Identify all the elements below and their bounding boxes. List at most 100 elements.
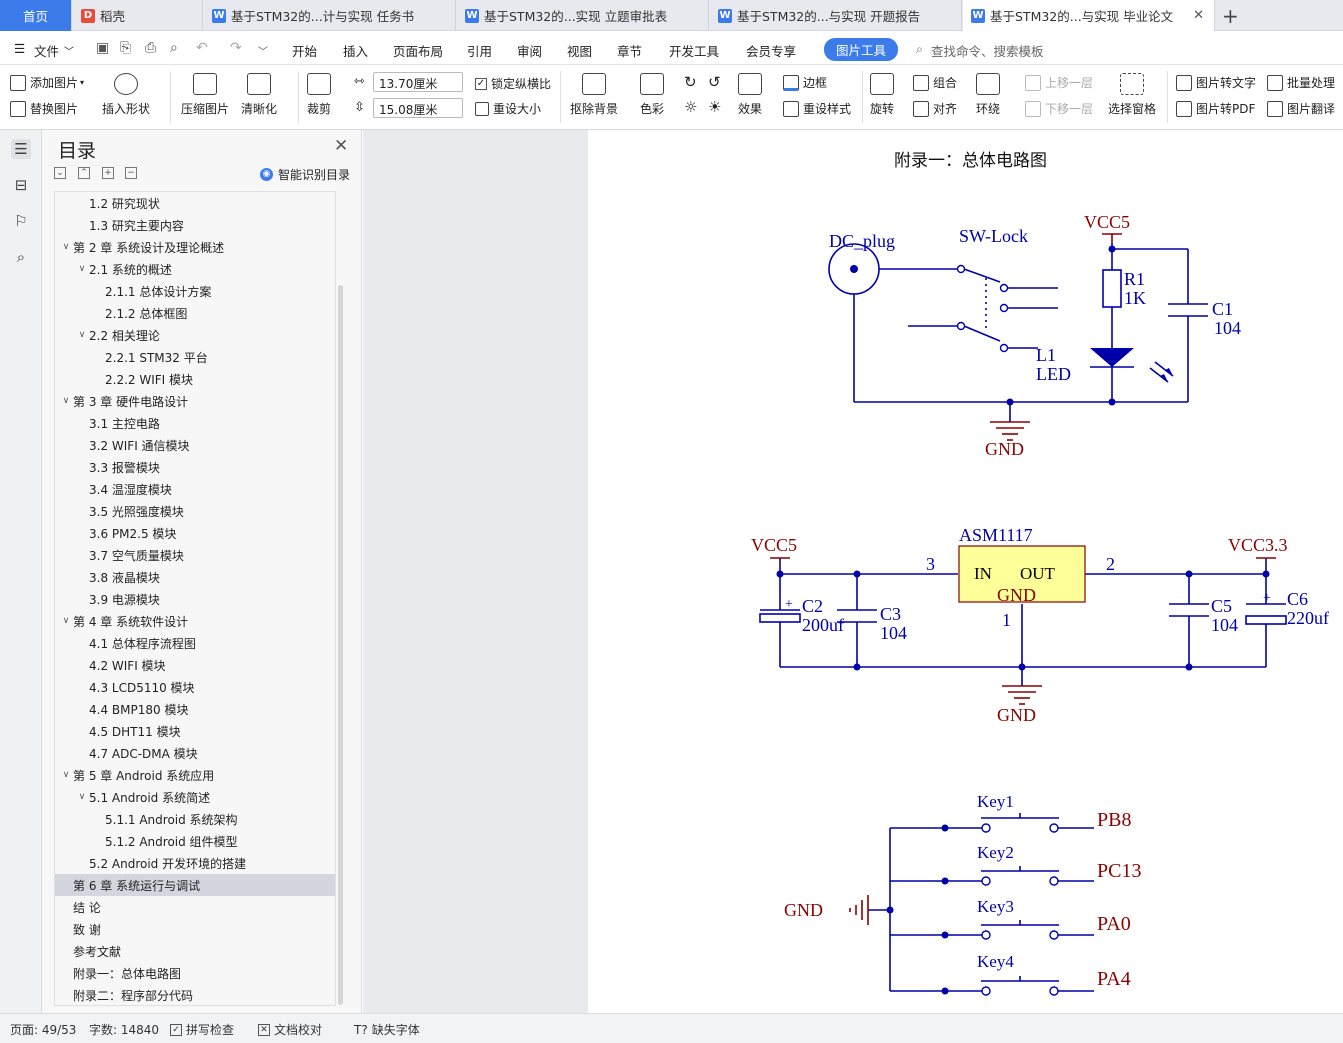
height-input[interactable]: 15.08厘米 [373,98,463,118]
remove-heading-icon[interactable]: − [125,167,137,179]
chevron-down-icon[interactable]: ∨ [78,792,86,802]
spell-check-button[interactable]: ✓拼写检查 [170,1021,234,1038]
reset-size-button[interactable]: 重设大小 [475,100,541,117]
image-to-text-button[interactable]: 图片转文字 [1176,74,1256,91]
command-search[interactable]: 查找命令、搜索模板 [931,44,1044,59]
page-count[interactable]: 页面: 49/53 [10,1023,77,1037]
remove-background-button[interactable]: 抠除背景 [570,73,618,117]
undo-icon[interactable]: ↶ [196,40,208,56]
group-button[interactable]: 组合 [913,74,957,91]
search-icon[interactable]: ⌕ [16,248,26,266]
chevron-down-icon[interactable]: ∨ [78,330,86,340]
toc-item[interactable]: 致 谢 [55,918,335,940]
rotate-left-icon[interactable]: ↻ [684,73,697,91]
close-icon[interactable]: ✕ [1193,8,1204,23]
collapse-all-icon[interactable]: ⌄ [54,167,66,179]
batch-process-button[interactable]: 批量处理 [1267,74,1335,91]
toc-item[interactable]: ∨5.1 Android 系统简述 [55,786,335,808]
brightness-down-icon[interactable]: ☀ [708,98,722,116]
crop-button[interactable]: 裁剪 [307,73,331,117]
toc-item[interactable]: 结 论 [55,896,335,918]
menu-view[interactable]: 视图 [567,44,593,59]
add-tab-button[interactable]: + [1222,4,1239,28]
lock-ratio-checkbox[interactable]: ✓锁定纵横比 [475,75,551,92]
word-count[interactable]: 字数: 14840 [89,1023,160,1037]
insert-shape-button[interactable]: 插入形状 [102,73,150,117]
toc-item[interactable]: 3.1 主控电路 [55,412,335,434]
redo-icon[interactable]: ↷ [230,40,242,56]
toc-item[interactable]: 3.6 PM2.5 模块 [55,522,335,544]
effect-button[interactable]: 效果 [738,73,762,117]
close-icon[interactable]: ✕ [334,136,349,156]
replace-image-button[interactable]: 替换图片 [10,100,78,117]
chevron-down-icon[interactable]: ∨ [78,264,86,274]
menu-developer[interactable]: 开发工具 [669,44,720,59]
tab-proposal[interactable]: W 基于STM32的...与实现 开题报告 [710,0,962,31]
toc-item[interactable]: 3.4 温湿度模块 [55,478,335,500]
toc-item[interactable]: 3.9 电源模块 [55,588,335,610]
menu-layout[interactable]: 页面布局 [393,44,444,59]
selection-pane-button[interactable]: 选择窗格 [1108,73,1156,117]
circuit-schematic[interactable]: DC_plug SW-Lock R1 1K C1 104 L1 LED C2 2… [588,130,1343,1013]
rotate-button[interactable]: 旋转 [870,73,894,117]
wrap-button[interactable]: 环绕 [976,73,1000,117]
toc-panel-icon[interactable]: ☰ [11,139,31,159]
toc-item[interactable]: 参考文献 [55,940,335,962]
toc-item[interactable]: 3.7 空气质量模块 [55,544,335,566]
toc-item[interactable]: 3.8 液晶模块 [55,566,335,588]
tab-thesis[interactable]: W 基于STM32的...与实现 毕业论文 ✕ [963,0,1215,31]
toc-item[interactable]: ∨2.2 相关理论 [55,324,335,346]
reset-style-button[interactable]: 重设样式 [783,100,851,117]
toc-item[interactable]: 4.1 总体程序流程图 [55,632,335,654]
compress-button[interactable]: 压缩图片 [181,73,229,117]
hamburger-icon[interactable]: ☰ [14,41,26,56]
rotate-right-icon[interactable]: ↺ [708,73,721,91]
width-input[interactable]: 13.70厘米 [373,72,463,92]
add-heading-icon[interactable]: + [102,167,114,179]
search-icon[interactable]: ⌕ [916,41,924,56]
menu-insert[interactable]: 插入 [343,44,369,59]
save-icon[interactable]: ▣ [96,40,110,56]
toc-item[interactable]: 1.3 研究主要内容 [55,214,335,236]
chevron-down-icon[interactable]: ∨ [62,396,70,406]
image-to-pdf-button[interactable]: 图片转PDF [1176,100,1255,117]
toc-item[interactable]: ∨第 2 章 系统设计及理论概述 [55,236,335,258]
chevron-down-icon[interactable]: ﹀ [64,47,74,58]
menu-picture-tools[interactable]: 图片工具 [824,38,899,61]
menu-member[interactable]: 会员专享 [746,44,797,59]
expand-up-icon[interactable]: ⌃ [78,167,90,179]
bookmark-icon[interactable]: ⚐ [14,212,28,230]
toc-item[interactable]: 附录二：程序部分代码 [55,984,335,1005]
menu-start[interactable]: 开始 [292,44,318,59]
chevron-down-icon[interactable]: ∨ [62,242,70,252]
border-button[interactable]: 边框 [783,74,827,91]
menu-file[interactable]: 文件 [34,44,60,59]
align-button[interactable]: 对齐 [913,100,957,117]
menu-reference[interactable]: 引用 [467,44,493,59]
toc-item[interactable]: 4.2 WIFI 模块 [55,654,335,676]
proofread-button[interactable]: ✕文档校对 [258,1021,322,1038]
export-icon[interactable]: ⎘ [120,40,132,56]
toc-item[interactable]: ∨2.1 系统的概述 [55,258,335,280]
toc-item[interactable]: 3.2 WIFI 通信模块 [55,434,335,456]
toc-item[interactable]: 3.3 报警模块 [55,456,335,478]
print-icon[interactable]: ⎙ [145,40,157,56]
toc-item[interactable]: 1.2 研究现状 [55,192,335,214]
more-chevron-icon[interactable]: ﹀ [258,47,268,58]
menu-section[interactable]: 章节 [617,44,643,59]
toc-item[interactable]: ∨第 4 章 系统软件设计 [55,610,335,632]
tab-home[interactable]: 首页 [0,0,72,31]
toc-item[interactable]: 第 6 章 系统运行与调试 [55,874,335,896]
toc-item[interactable]: 4.5 DHT11 模块 [55,720,335,742]
scrollbar[interactable] [338,285,343,1005]
toc-item[interactable]: ∨第 5 章 Android 系统应用 [55,764,335,786]
toc-item[interactable]: 4.4 BMP180 模块 [55,698,335,720]
toc-item[interactable]: 2.1.2 总体框图 [55,302,335,324]
menu-review[interactable]: 审阅 [517,44,543,59]
smart-toc-button[interactable]: ◉智能识别目录 [260,166,350,183]
toc-item[interactable]: 4.3 LCD5110 模块 [55,676,335,698]
toc-item[interactable]: 2.2.1 STM32 平台 [55,346,335,368]
tab-task-book[interactable]: W 基于STM32的...计与实现 任务书 [204,0,456,31]
toc-item[interactable]: 5.1.1 Android 系统架构 [55,808,335,830]
add-image-button[interactable]: 添加图片▾ [10,74,84,91]
